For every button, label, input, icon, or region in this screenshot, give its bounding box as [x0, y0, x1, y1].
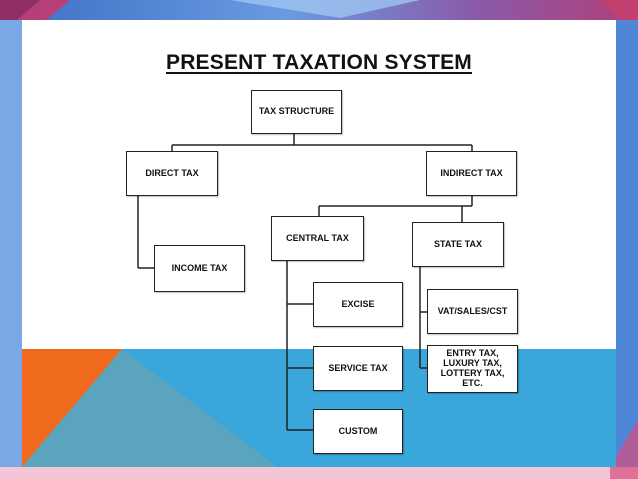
- node-label: ENTRY TAX, LUXURY TAX, LOTTERY TAX, ETC.: [440, 348, 505, 388]
- node-vat-sales-cst: VAT/SALES/CST: [427, 289, 518, 334]
- node-tax-structure: TAX STRUCTURE: [251, 90, 342, 134]
- node-label: TAX STRUCTURE: [258, 106, 335, 117]
- node-label: EXCISE: [341, 298, 375, 309]
- node-label: SERVICE TAX: [328, 362, 388, 373]
- slide: PRESENT TAXATION SYSTEM TAX STRUCTURE DI…: [22, 20, 616, 467]
- node-state-tax: STATE TAX: [412, 222, 504, 267]
- node-indirect-tax: INDIRECT TAX: [426, 151, 517, 196]
- node-label: VAT/SALES/CST: [437, 305, 508, 316]
- node-custom: CUSTOM: [313, 409, 403, 454]
- node-label: INCOME TAX: [171, 262, 228, 273]
- node-income-tax: INCOME TAX: [154, 245, 245, 292]
- node-label: STATE TAX: [434, 238, 482, 249]
- node-service-tax: SERVICE TAX: [313, 346, 403, 391]
- node-entry-tax-etc: ENTRY TAX, LUXURY TAX, LOTTERY TAX, ETC.: [427, 345, 518, 393]
- page-title: PRESENT TAXATION SYSTEM: [165, 51, 472, 74]
- tree-connectors: [137, 133, 473, 431]
- node-excise: EXCISE: [313, 282, 403, 327]
- node-label: CENTRAL TAX: [286, 232, 349, 243]
- bottom-triangle-decoration: [22, 349, 277, 467]
- node-direct-tax: DIRECT TAX: [126, 151, 218, 196]
- node-label: DIRECT TAX: [145, 167, 199, 178]
- node-label: INDIRECT TAX: [440, 167, 503, 178]
- node-label: CUSTOM: [338, 425, 378, 436]
- node-central-tax: CENTRAL TAX: [271, 216, 364, 261]
